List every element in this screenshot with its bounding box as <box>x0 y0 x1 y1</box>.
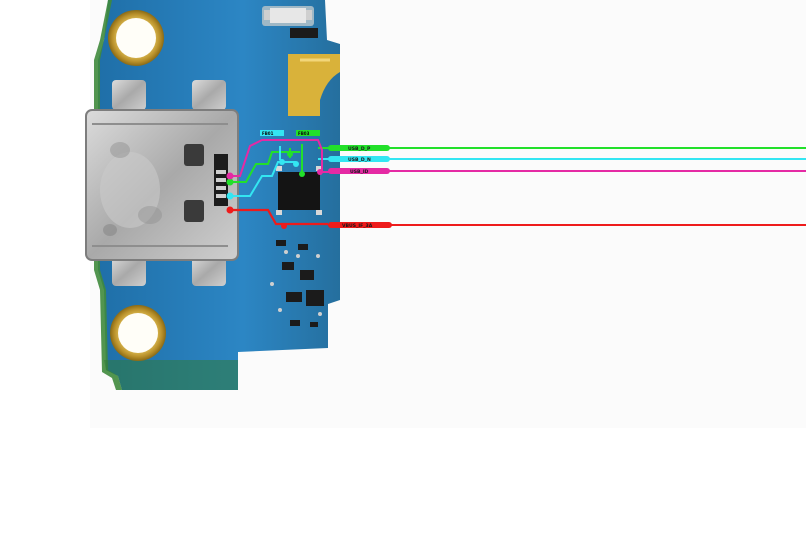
chip-label-left: FB01 <box>260 130 284 136</box>
trace-usb-d-p: USB_D_P <box>226 144 806 186</box>
trace-usb-d-n: USB_D_N <box>226 146 806 200</box>
mounting-hole-top <box>108 10 164 66</box>
small-components <box>270 240 324 327</box>
label-usb-d-p: USB_D_P <box>348 146 371 152</box>
chip-label-right-text: FB03 <box>298 131 310 136</box>
trace-usb-id: USB_ID <box>226 139 806 180</box>
usb-connector <box>85 80 239 286</box>
gold-contact-pad <box>288 54 340 116</box>
label-vbus: VBUS_IF_3A <box>342 223 373 229</box>
chip-label-right: FB03 <box>296 130 320 136</box>
top-component <box>262 6 318 38</box>
mounting-hole-bottom <box>110 305 166 361</box>
label-usb-id: USB_ID <box>350 169 369 175</box>
trace-vbus: VBUS_IF_3A <box>226 206 806 229</box>
chip-label-left-text: FB01 <box>262 131 274 136</box>
label-usb-d-n: USB_D_N <box>348 157 371 163</box>
protection-ic <box>276 166 322 215</box>
